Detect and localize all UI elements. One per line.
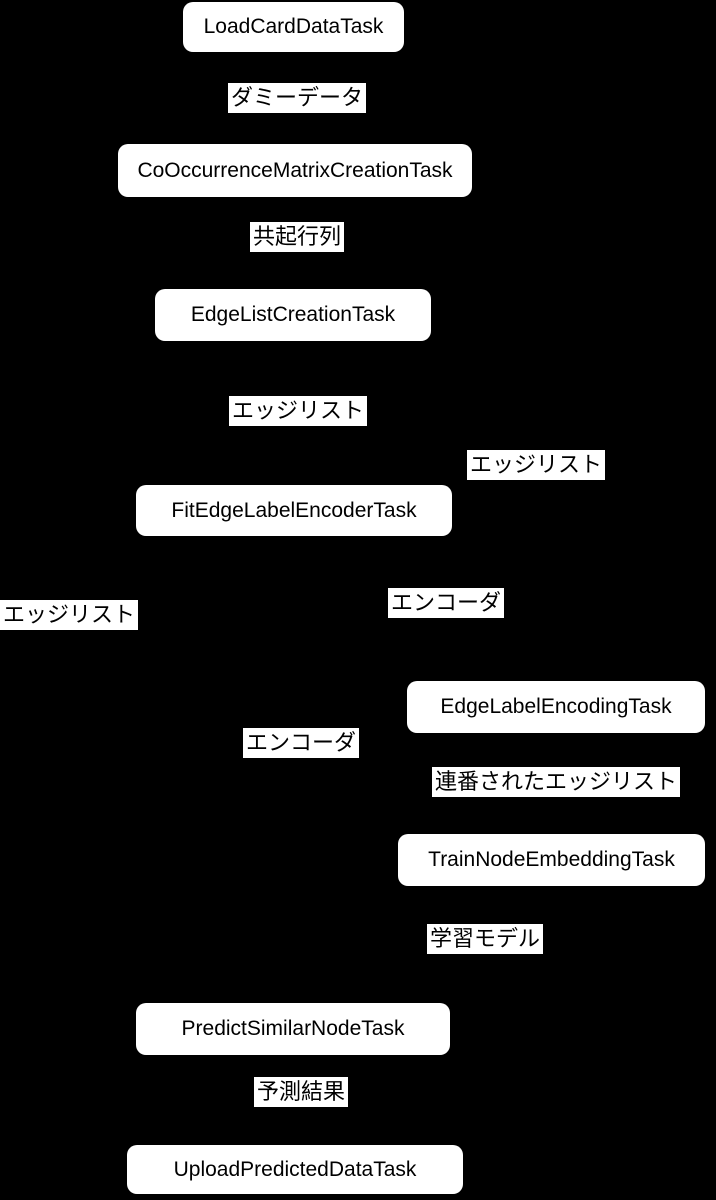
task-node-cooccurrence-matrix-creation: CoOccurrenceMatrixCreationTask (118, 144, 472, 197)
edge-label-cooccurrence-matrix: 共起行列 (250, 222, 345, 252)
edge-label-prediction-result: 予測結果 (254, 1077, 349, 1107)
task-node-predict-similar-node: PredictSimilarNodeTask (136, 1003, 450, 1055)
edge-label-trained-model: 学習モデル (427, 924, 544, 954)
edge-label-edge-list-center: エッジリスト (229, 396, 368, 426)
task-node-label: LoadCardDataTask (203, 15, 384, 38)
edge-label-encoder-right: エンコーダ (388, 588, 505, 618)
task-node-label: CoOccurrenceMatrixCreationTask (137, 158, 453, 182)
edge-label-dummy-data: ダミーデータ (228, 83, 367, 113)
task-node-label: TrainNodeEmbeddingTask (428, 848, 675, 871)
task-node-fit-edge-label-encoder: FitEdgeLabelEncoderTask (136, 485, 452, 536)
task-node-label: UploadPredictedDataTask (173, 1157, 417, 1181)
task-node-label: EdgeListCreationTask (190, 303, 396, 326)
task-node-upload-predicted-data: UploadPredictedDataTask (127, 1145, 463, 1194)
edge-label-edge-list-right: エッジリスト (467, 450, 606, 480)
edge-label-encoder-center: エンコーダ (243, 728, 360, 758)
edge-label-edge-list-left: エッジリスト (0, 600, 139, 630)
task-node-edge-list-creation: EdgeListCreationTask (155, 289, 431, 341)
task-node-label: EdgeLabelEncodingTask (440, 695, 672, 718)
edge-label-numbered-edge-list: 連番されたエッジリスト (432, 767, 681, 797)
task-node-load-card-data: LoadCardDataTask (183, 2, 404, 52)
task-node-edge-label-encoding: EdgeLabelEncodingTask (407, 681, 705, 733)
task-node-label: FitEdgeLabelEncoderTask (171, 498, 417, 522)
task-node-train-node-embedding: TrainNodeEmbeddingTask (398, 834, 705, 886)
task-node-label: PredictSimilarNodeTask (181, 1017, 405, 1040)
